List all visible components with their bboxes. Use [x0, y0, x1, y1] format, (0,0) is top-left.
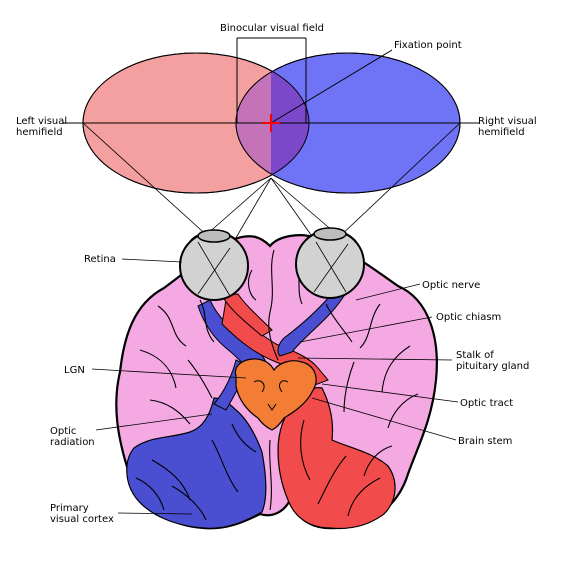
left-optic-nerve-red: [221, 293, 273, 337]
fixation-pointer-line: [270, 49, 393, 124]
label-fixation-point: Fixation point: [394, 40, 462, 51]
label-lgn: LGN: [64, 365, 85, 376]
label-primary-visual-cortex: Primary visual cortex: [50, 503, 114, 525]
label-brain-stem: Brain stem: [458, 436, 512, 447]
right-eye: [295, 227, 365, 299]
midbrain: [234, 358, 317, 431]
label-left-visual-hemifield: Left visual hemifield: [16, 116, 70, 138]
label-optic-radiation: Optic radiation: [50, 426, 95, 448]
label-retina: Retina: [84, 254, 116, 265]
label-right-visual-hemifield: Right visual hemifield: [478, 116, 540, 138]
leader-lines: [91, 258, 459, 515]
fixation-point-marker: [262, 114, 280, 132]
left-optic-radiation: [126, 397, 267, 529]
right-optic-nerve: [277, 295, 345, 357]
label-optic-tract: Optic tract: [460, 398, 513, 409]
midbrain-detail: [253, 380, 289, 411]
left-eye: [179, 229, 249, 301]
label-stalk-of-pituitary-gland: Stalk of pituitary gland: [456, 350, 529, 372]
label-optic-nerve: Optic nerve: [422, 280, 480, 291]
label-optic-chiasm: Optic chiasm: [436, 312, 501, 323]
brain: [115, 234, 438, 530]
label-binocular-visual-field: Binocular visual field: [220, 23, 324, 34]
visual-fields: [62, 37, 480, 194]
labels: Binocular visual field Fixation point Le…: [16, 23, 540, 525]
brain-sulci: [135, 249, 419, 521]
